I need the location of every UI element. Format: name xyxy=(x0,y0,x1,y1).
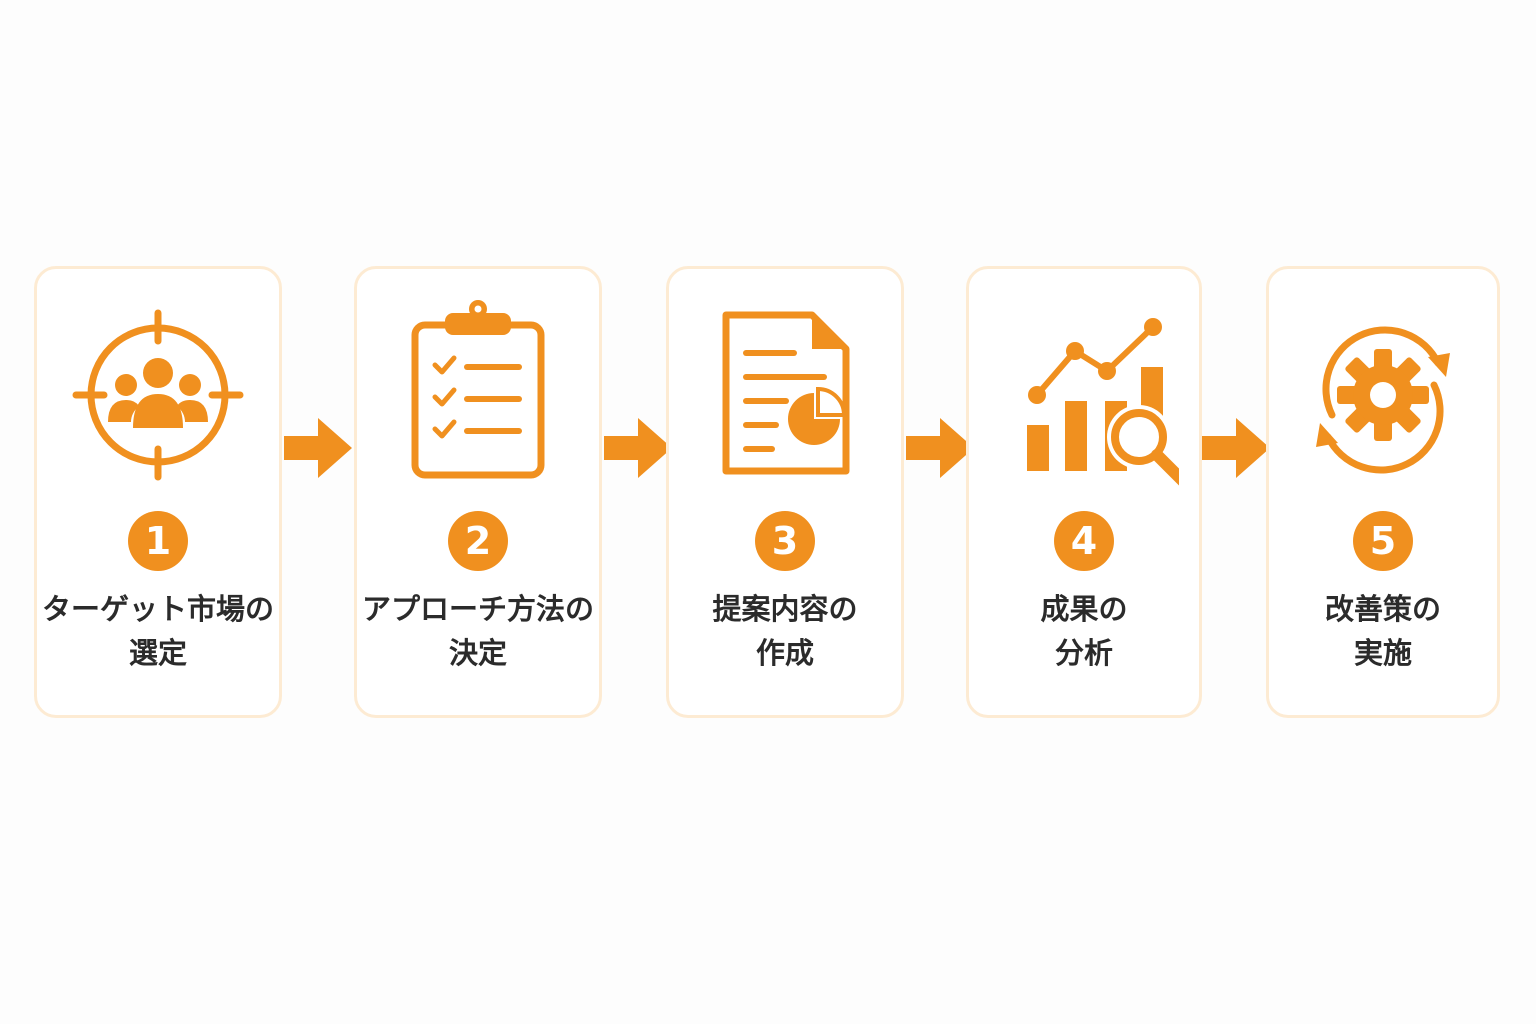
step-number-badge: 5 xyxy=(1353,511,1413,571)
step-label: 提案内容の 作成 xyxy=(712,592,858,670)
step-card-2: 2 アプローチ方法の 決定 xyxy=(354,266,602,718)
step-number-badge: 1 xyxy=(128,511,188,571)
step-number-badge: 4 xyxy=(1054,511,1114,571)
chart-magnifier-icon xyxy=(989,297,1179,487)
target-people-icon xyxy=(63,297,253,487)
step-label: ターゲット市場の 選定 xyxy=(41,592,274,670)
step-card-5: 5 改善策の 実施 xyxy=(1266,266,1500,718)
arrow-right-icon xyxy=(1200,412,1272,484)
step-label: 成果の 分析 xyxy=(1040,592,1128,670)
document-chart-icon xyxy=(690,297,880,487)
clipboard-checklist-icon xyxy=(383,297,573,487)
step-label: アプローチ方法の 決定 xyxy=(361,592,594,670)
gear-cycle-icon xyxy=(1288,297,1478,487)
arrow-right-icon xyxy=(282,412,354,484)
step-card-1: 1 ターゲット市場の 選定 xyxy=(34,266,282,718)
step-card-4: 4 成果の 分析 xyxy=(966,266,1202,718)
arrow-right-icon xyxy=(602,412,674,484)
step-label: 改善策の 実施 xyxy=(1324,592,1441,670)
step-number-badge: 2 xyxy=(448,511,508,571)
arrow-right-icon xyxy=(904,412,976,484)
step-number-badge: 3 xyxy=(755,511,815,571)
step-card-3: 3 提案内容の 作成 xyxy=(666,266,904,718)
